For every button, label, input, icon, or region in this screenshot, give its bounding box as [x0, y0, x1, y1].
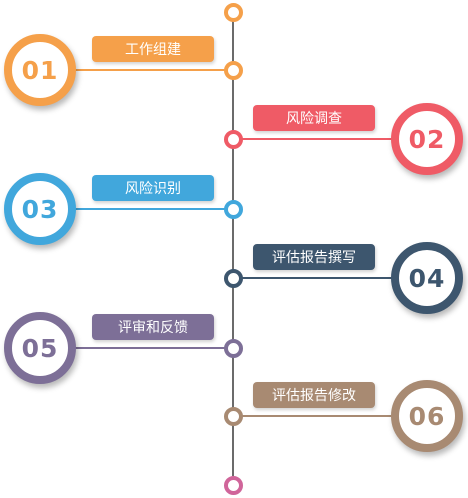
step-number: 06 [408, 401, 446, 431]
timeline-node-dot [223, 406, 243, 426]
step-connector [40, 208, 233, 210]
step-number: 02 [408, 124, 446, 154]
step-connector [233, 415, 427, 417]
step-label: 评估报告修改 [253, 382, 375, 408]
step-connector [40, 347, 233, 349]
step-number-badge: 01 [4, 34, 76, 106]
step-number: 04 [408, 263, 446, 293]
step-label: 评估报告撰写 [253, 244, 375, 270]
timeline-node-dot [223, 338, 243, 358]
step-label: 风险调查 [253, 105, 375, 131]
step-connector [233, 138, 427, 140]
step-number-badge: 05 [4, 312, 76, 384]
step-number: 01 [21, 55, 59, 85]
step-number-badge: 06 [391, 380, 463, 452]
step-number-badge: 02 [391, 103, 463, 175]
timeline-node-dot [223, 268, 243, 288]
step-number-badge: 03 [4, 173, 76, 245]
timeline-node-dot [223, 199, 243, 219]
step-number-badge: 04 [391, 242, 463, 314]
timeline-node-dot [223, 129, 243, 149]
step-label: 风险识别 [92, 175, 214, 201]
step-connector [233, 277, 427, 279]
step-label: 评审和反馈 [92, 314, 214, 340]
step-number: 03 [21, 194, 59, 224]
step-label: 工作组建 [92, 36, 214, 62]
timeline-axis [232, 20, 234, 476]
step-connector [40, 69, 233, 71]
step-number: 05 [21, 333, 59, 363]
timeline-top-dot [223, 2, 243, 22]
timeline-node-dot [223, 60, 243, 80]
timeline-bottom-dot [223, 475, 243, 495]
